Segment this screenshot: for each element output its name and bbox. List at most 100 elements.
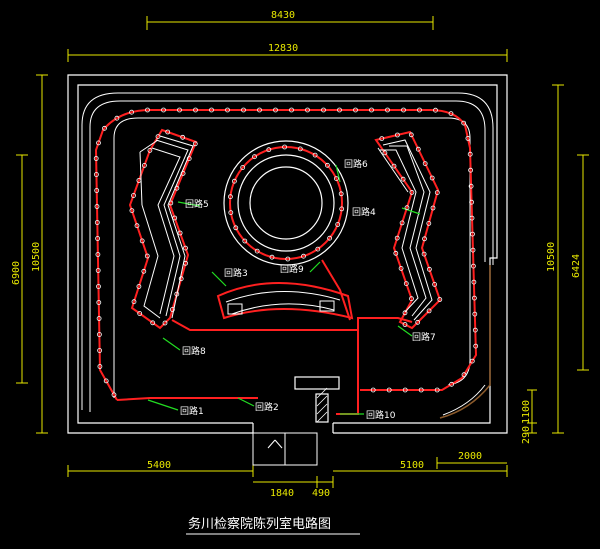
lamp-symbol <box>242 238 248 244</box>
lamp-symbol <box>145 107 150 113</box>
lamp-symbol <box>472 311 478 317</box>
lamp-symbol <box>400 176 406 182</box>
lamp-symbol <box>468 183 474 189</box>
lamp-symbol <box>225 107 230 113</box>
lamp-symbol <box>95 236 100 241</box>
left-zigzag-showcase <box>139 135 194 319</box>
lamp-symbol <box>402 322 408 327</box>
lamp-symbol <box>370 387 376 393</box>
lamp-symbol <box>178 276 184 282</box>
left-showcase-outer <box>128 128 198 330</box>
lamp-symbol <box>186 156 192 162</box>
lamp-symbol <box>421 251 427 257</box>
lamp-symbol <box>161 107 166 113</box>
lamp-symbol <box>273 107 278 113</box>
lamp-symbol <box>335 222 341 227</box>
lamp-symbol <box>324 162 330 168</box>
lamp-symbol <box>289 107 294 113</box>
lamp-symbol <box>426 308 432 314</box>
lamp-symbol <box>379 136 385 142</box>
lamp-symbol <box>471 279 477 285</box>
lamp-symbol <box>177 107 182 113</box>
lamp-symbol <box>94 204 100 209</box>
display-track <box>81 92 494 416</box>
lamp-symbol <box>144 253 150 259</box>
lamp-symbol <box>417 107 422 113</box>
lamp-symbol <box>96 284 101 289</box>
dim-top-outer: 12830 <box>268 43 298 54</box>
label-circuit-1: 回路1 <box>180 405 204 417</box>
lamp-symbol <box>305 107 310 113</box>
lamp-symbol <box>465 135 471 141</box>
lamp-symbol <box>382 150 388 156</box>
circuit-wiring <box>94 109 478 415</box>
ring-showcase <box>223 140 349 266</box>
lamp-symbol <box>169 307 175 312</box>
lamp-symbol <box>183 245 188 251</box>
lamp-symbol <box>449 381 455 387</box>
lamp-symbol <box>94 172 99 177</box>
arc-showcase <box>225 290 341 315</box>
lamp-symbol <box>96 316 102 321</box>
lamp-symbol <box>301 253 306 259</box>
lamp-symbol <box>394 235 400 241</box>
lamp-symbol <box>472 327 478 333</box>
lamp-symbol <box>448 111 454 116</box>
lamp-symbol <box>468 167 474 173</box>
lamp-symbol <box>193 107 198 113</box>
perimeter-circuit <box>94 109 478 401</box>
lamp-symbol <box>111 392 117 398</box>
lamp-symbol <box>333 176 339 182</box>
label-circuit-10: 回路10 <box>366 409 396 421</box>
label-circuit-6: 回路6 <box>344 158 368 170</box>
lamp-symbol <box>240 165 246 170</box>
lamp-symbol <box>129 208 135 214</box>
lamp-symbol <box>470 263 476 269</box>
lamp-symbol <box>134 223 140 229</box>
dim-left-outer: 10500 <box>31 242 42 272</box>
lamp-symbol <box>469 199 475 205</box>
circuit-labels: 回路1 回路2 回路3 回路4 回路5 回路6 回路7 回路8 回路9 回路10 <box>180 158 436 421</box>
label-circuit-2: 回路2 <box>255 401 279 413</box>
alcove <box>439 265 491 419</box>
lamp-symbol <box>139 238 145 244</box>
lamp-symbol <box>257 107 262 113</box>
lamp-symbol <box>434 190 440 196</box>
lamp-symbol <box>137 311 143 316</box>
label-circuit-4: 回路4 <box>352 206 376 218</box>
right-zigzag-showcase <box>377 139 433 321</box>
dim-left-inner: 6900 <box>11 261 22 285</box>
lamp-symbols <box>93 107 479 398</box>
lamp-symbol <box>97 364 103 369</box>
lamp-symbol <box>180 170 186 176</box>
lamp-symbol <box>102 125 107 131</box>
lamp-symbol <box>227 194 233 200</box>
lamp-symbol <box>369 107 374 113</box>
lamp-symbol <box>469 358 475 364</box>
lamp-symbol <box>282 144 288 150</box>
distribution-box <box>315 393 329 423</box>
lamp-symbol <box>402 310 408 316</box>
lamp-symbol <box>141 268 147 274</box>
dim-bottom-right: 5100 <box>400 460 424 471</box>
lamp-symbol <box>437 297 443 302</box>
label-circuit-8: 回路8 <box>182 345 206 357</box>
dim-bottom-small: 490 <box>312 488 330 499</box>
lamp-symbol <box>470 231 475 237</box>
lamp-symbol <box>315 246 321 252</box>
lamp-symbol <box>172 215 178 221</box>
lamp-symbol <box>386 387 392 393</box>
lamp-symbol <box>426 220 432 226</box>
lamp-symbol <box>398 265 404 271</box>
lamp-symbol <box>150 320 156 326</box>
label-circuit-9: 回路9 <box>280 263 304 275</box>
lamp-symbol <box>391 163 397 169</box>
lamp-symbol <box>233 225 239 231</box>
lamp-symbol <box>461 372 467 378</box>
lamp-symbol <box>168 200 174 206</box>
lamp-symbol <box>165 129 171 135</box>
lamp-symbol <box>177 230 183 236</box>
lamp-symbol <box>95 268 101 273</box>
lamp-symbol <box>254 248 260 254</box>
lamp-symbol <box>269 254 275 260</box>
